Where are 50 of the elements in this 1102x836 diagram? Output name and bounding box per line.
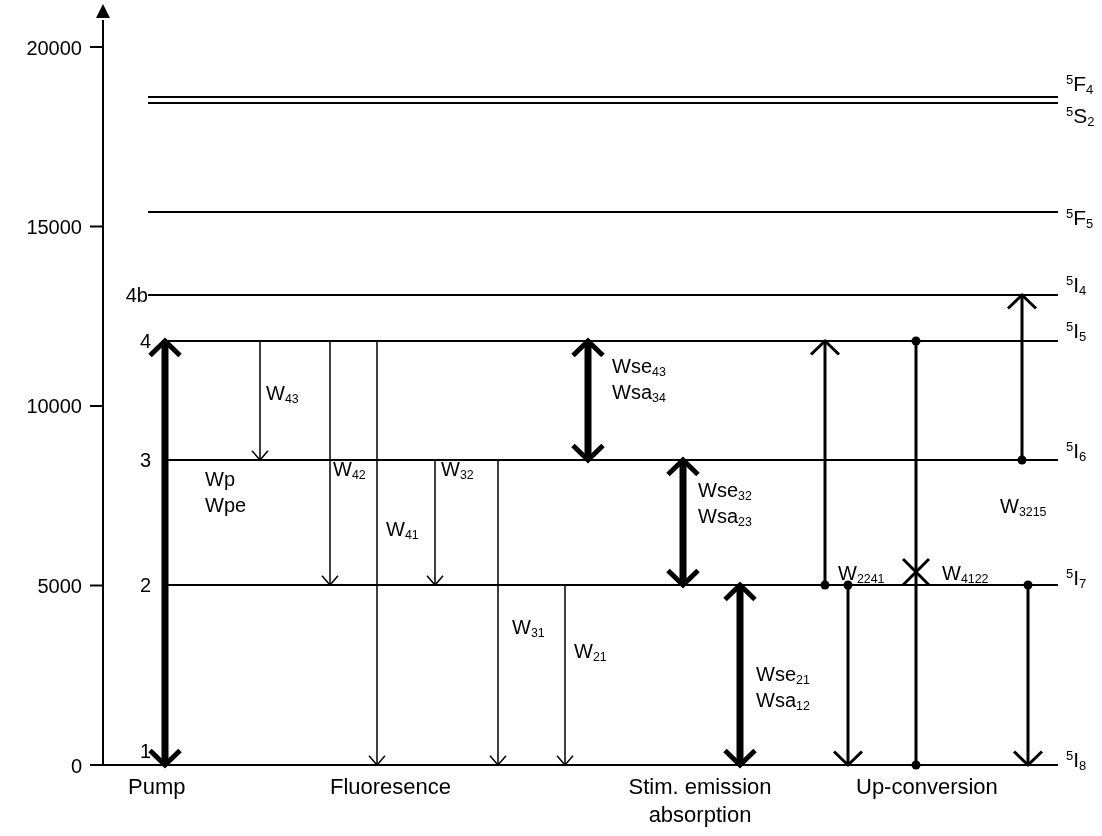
- axis-tick-label: 15000: [25, 215, 82, 240]
- edge-label: W$_{3215}$: [1000, 494, 1047, 519]
- term-symbol: $^{5}$I$_{4}$: [1066, 273, 1087, 297]
- arrow: [426, 459, 444, 586]
- arrow: [368, 340, 386, 766]
- section-label: Stim. emission absorption: [627, 773, 773, 829]
- arrow: [809, 339, 841, 590]
- section-label: Fluoresence: [330, 773, 452, 801]
- arrow: [556, 584, 574, 766]
- edge-label: W$_{2241}$: [838, 561, 885, 586]
- axis-tick-label: 0: [69, 754, 82, 779]
- axis-tick-label: 20000: [25, 36, 82, 61]
- section-label: Pump: [128, 773, 186, 801]
- arrow: [251, 340, 269, 461]
- transition-line: [911, 336, 921, 770]
- edge-label: W$_{41}$: [386, 517, 419, 542]
- double-arrow: [722, 582, 758, 768]
- edge-label: W$_{32}$: [441, 457, 474, 482]
- level-number: 1: [140, 739, 152, 763]
- term-symbol: $^{5}$I$_{5}$: [1066, 319, 1087, 343]
- term-symbol: $^{5}$I$_{7}$: [1066, 566, 1087, 590]
- arrow: [321, 340, 339, 586]
- level-number: 2: [140, 573, 152, 597]
- double-arrow: [665, 457, 701, 588]
- term-symbol: $^{5}$S$_{2}$: [1066, 104, 1095, 128]
- edge-label: W$_{43}$: [266, 381, 299, 406]
- axis-tick-label: 10000: [25, 394, 82, 419]
- arrow: [832, 580, 864, 767]
- term-symbol: $^{5}$I$_{6}$: [1066, 439, 1087, 463]
- level-number: 4b: [125, 283, 148, 307]
- double-arrow: [147, 338, 183, 768]
- edge-label: Wp Wpe: [205, 467, 247, 518]
- edge-label: Wse$_{43}$ Wsa$_{34}$: [612, 354, 666, 405]
- edge-label: W$_{4122}$: [942, 561, 989, 586]
- level-number: 4: [140, 329, 152, 353]
- term-symbol: $^{5}$F$_{4}$: [1066, 72, 1094, 96]
- arrow: [1006, 293, 1038, 465]
- level-number: 3: [140, 448, 152, 472]
- edge-label: W$_{21}$: [574, 639, 607, 664]
- edge-label: W$_{42}$: [333, 457, 366, 482]
- section-label: Up-conversion: [856, 773, 998, 801]
- edge-label: W$_{31}$: [512, 615, 545, 640]
- term-symbol: $^{5}$I$_{8}$: [1066, 748, 1087, 772]
- term-symbol: $^{5}$F$_{5}$: [1066, 206, 1094, 230]
- arrow: [489, 459, 507, 766]
- edge-label: Wse$_{32}$ Wsa$_{23}$: [698, 478, 752, 529]
- edge-label: Wse$_{21}$ Wsa$_{12}$: [756, 662, 810, 713]
- arrow: [1012, 580, 1044, 767]
- axis-tick-label: 5000: [36, 574, 82, 599]
- double-arrow: [570, 338, 606, 463]
